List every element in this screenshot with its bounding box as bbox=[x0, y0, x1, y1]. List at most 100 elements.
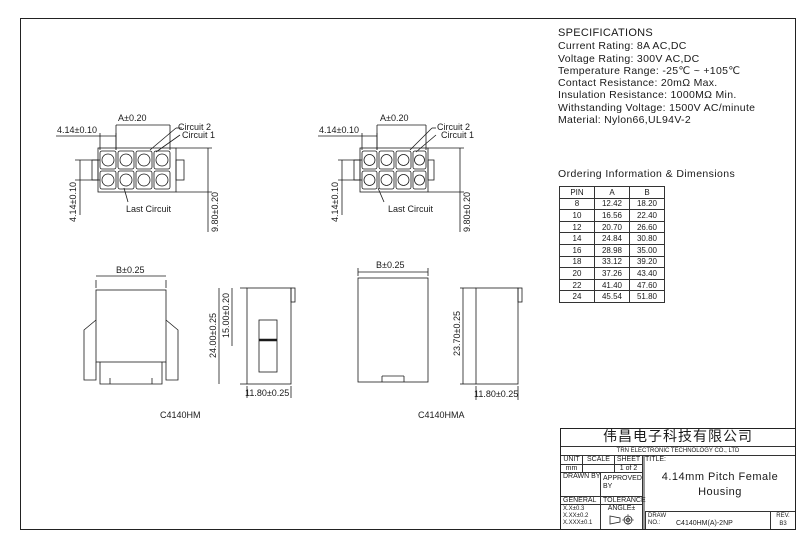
height-front-label-left: 9.80±0.20 bbox=[210, 192, 220, 232]
last-circuit-label-left: Last Circuit bbox=[126, 204, 172, 214]
cell-a: 33.12 bbox=[594, 255, 630, 269]
pitch-label-left: 4.14±0.10 bbox=[57, 125, 97, 135]
side-height-label-left: 24.00±0.25 bbox=[208, 313, 218, 358]
company-name-cn: 伟昌电子科技有限公司 bbox=[561, 429, 795, 447]
rev-value: B3 bbox=[779, 521, 787, 527]
side-width-label-right: 11.80±0.25 bbox=[474, 389, 518, 399]
cell-a: 45.54 bbox=[594, 290, 630, 303]
front-view-right bbox=[318, 124, 464, 232]
circuit-cavities-right bbox=[361, 150, 427, 190]
a-dim-label-right: A±0.20 bbox=[380, 113, 408, 123]
cell-a: 37.26 bbox=[594, 267, 630, 280]
drawn-by-label: DRAWN BY bbox=[561, 473, 601, 497]
cell-b: 22.40 bbox=[629, 209, 665, 222]
spec-current: Current Rating: 8A AC,DC bbox=[558, 40, 687, 53]
scale-label: SCALE bbox=[583, 456, 615, 465]
side-view-right bbox=[460, 287, 523, 400]
cell-b: 30.80 bbox=[629, 232, 665, 245]
spec-withstanding: Withstanding Voltage: 1500V AC/minute bbox=[558, 101, 756, 114]
cell-pin: 18 bbox=[559, 255, 595, 269]
scale-value bbox=[583, 465, 615, 473]
cell-pin: 24 bbox=[559, 290, 595, 303]
b-dim-label-left: B±0.25 bbox=[116, 265, 144, 275]
cell-b: 26.60 bbox=[629, 220, 665, 234]
spec-insulation: Insulation Resistance: 1000MΩ Min. bbox=[558, 89, 737, 102]
cell-b: 39.20 bbox=[629, 255, 665, 269]
tolerance-values: X.X±0.3 X.XX±0.2 X.XXX±0.1 bbox=[561, 505, 601, 529]
tolerance-1: X.X±0.3 bbox=[563, 506, 585, 512]
b-dim-label-right: B±0.25 bbox=[376, 260, 404, 270]
angle-label: ANGLE± bbox=[607, 505, 636, 512]
draw-no-value: C4140HM(A)-2NP bbox=[676, 520, 733, 527]
title-line-1: 4.14mm Pitch Female bbox=[661, 471, 779, 483]
cell-b: 47.60 bbox=[629, 278, 665, 292]
top-view-left bbox=[83, 275, 179, 385]
title-block: 伟昌电子科技有限公司 TRN ELECTRONIC TECHNOLOGY CO.… bbox=[560, 428, 796, 530]
sheet-value: 1 of 2 bbox=[615, 465, 643, 473]
company-name-en: TRN ELECTRONIC TECHNOLOGY CO., LTD bbox=[561, 447, 795, 456]
tolerance-label: TOLERANCE bbox=[601, 497, 646, 505]
draw-no-label: DRAW NO.: bbox=[648, 513, 667, 526]
side-height2-label-left: 15.00±0.20 bbox=[221, 293, 231, 338]
side-height-label-right: 23.70±0.25 bbox=[452, 311, 462, 356]
spec-contact: Contact Resistance: 20mΩ Max. bbox=[558, 77, 718, 90]
draw-no-cell: DRAW NO.: C4140HM(A)-2NP bbox=[645, 511, 771, 529]
cell-pin: 16 bbox=[559, 243, 595, 257]
spec-voltage: Voltage Rating: 300V AC,DC bbox=[558, 52, 700, 65]
front-view-left bbox=[56, 124, 212, 232]
circuit-cavities-left bbox=[99, 150, 171, 190]
unit-label: UNIT bbox=[561, 456, 583, 465]
circuit1-label-right: Circuit 1 bbox=[441, 130, 474, 140]
part-label-right: C4140HMA bbox=[418, 410, 465, 420]
a-dim-label-left: A±0.20 bbox=[118, 113, 146, 123]
top-view-right bbox=[357, 268, 429, 383]
tolerance-2: X.XX±0.2 bbox=[563, 513, 589, 519]
approved-by-label: APPROVED BY bbox=[601, 473, 643, 497]
cell-a: 24.84 bbox=[594, 232, 630, 245]
cell-a: 16.56 bbox=[594, 209, 630, 222]
cell-a: 28.98 bbox=[594, 243, 630, 257]
side-view-left bbox=[218, 287, 296, 398]
title-block-lines bbox=[643, 456, 645, 529]
rev-label: REV. bbox=[776, 513, 790, 519]
title-label: TITLE: bbox=[645, 456, 667, 463]
spec-temperature: Temperature Range: -25℃ ~ +105℃ bbox=[558, 64, 741, 77]
specifications-heading: SPECIFICATIONS bbox=[558, 27, 654, 39]
part-label-left: C4140HM bbox=[160, 410, 201, 420]
circuit2-label-left: Circuit 2 bbox=[178, 122, 211, 132]
side-width-label-left: 11.80±0.25 bbox=[245, 388, 289, 398]
angle-cell: ANGLE± bbox=[601, 505, 643, 529]
cell-b: 18.20 bbox=[629, 197, 665, 211]
specifications: SPECIFICATIONS Current Rating: 8A AC,DC … bbox=[558, 27, 755, 126]
cell-b: 51.80 bbox=[629, 290, 665, 303]
title-line-2: Housing bbox=[698, 486, 742, 498]
cell-a: 12.42 bbox=[594, 197, 630, 211]
cell-pin: 14 bbox=[559, 232, 595, 245]
cell-a: 20.70 bbox=[594, 220, 630, 234]
tolerance-3: X.XXX±0.1 bbox=[563, 520, 593, 526]
cell-pin: 22 bbox=[559, 278, 595, 292]
drawing-frame bbox=[20, 18, 796, 530]
circuit1-label-left: Circuit 1 bbox=[182, 130, 215, 140]
pitch-vertical-label-left: 4.14±0.10 bbox=[68, 182, 78, 222]
header-b: B bbox=[629, 186, 665, 199]
last-circuit-label-right: Last Circuit bbox=[388, 204, 434, 214]
sheet-label: SHEET bbox=[615, 456, 643, 465]
ordering-title: Ordering Information & Dimensions bbox=[558, 168, 736, 180]
cell-b: 35.00 bbox=[629, 243, 665, 257]
cell-pin: 10 bbox=[559, 209, 595, 222]
pitch-label-right: 4.14±0.10 bbox=[319, 125, 359, 135]
cell-b: 43.40 bbox=[629, 267, 665, 280]
unit-value: mm bbox=[561, 465, 583, 473]
circuit2-label-right: Circuit 2 bbox=[437, 122, 470, 132]
pitch-vertical-label-right: 4.14±0.10 bbox=[330, 182, 340, 222]
